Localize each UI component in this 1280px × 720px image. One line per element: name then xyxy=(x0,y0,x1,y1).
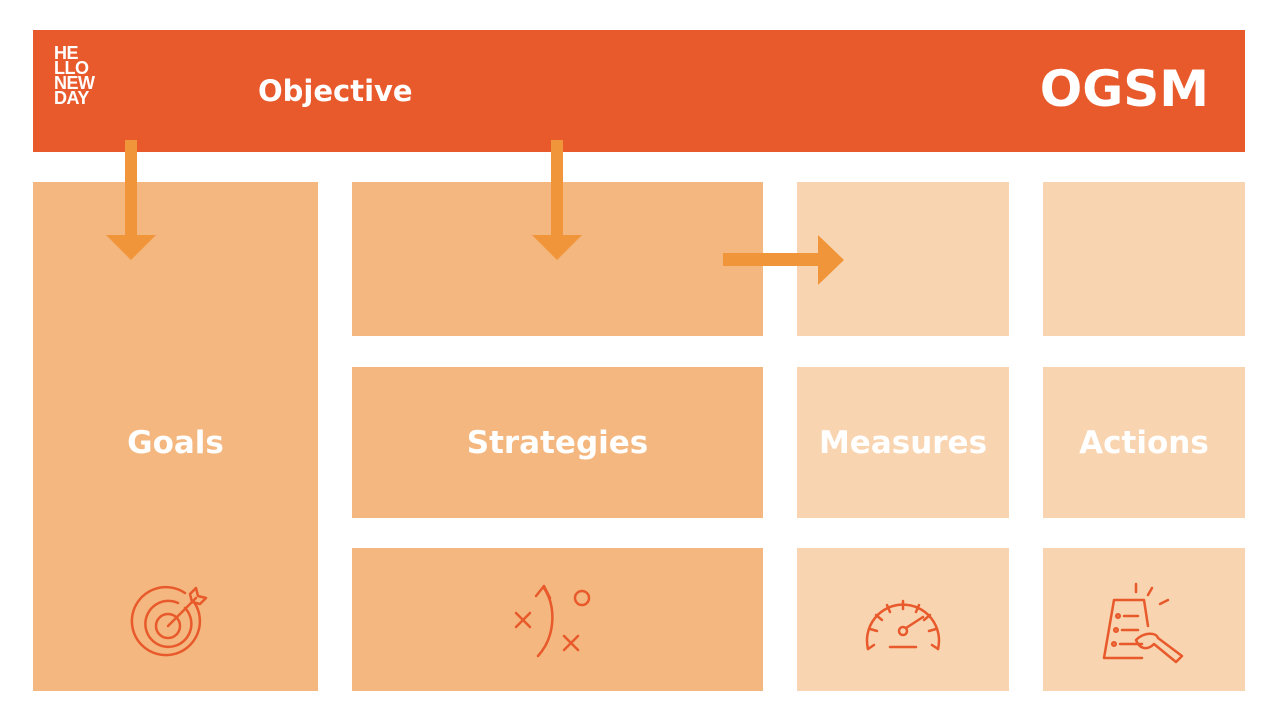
strategies-label: Strategies xyxy=(466,425,649,461)
actions-label: Actions xyxy=(1079,425,1209,461)
goals-label: Goals xyxy=(127,425,224,461)
strategies-box-bottom xyxy=(352,548,763,691)
logo-line: LLO xyxy=(54,58,89,78)
checklist-icon xyxy=(1098,580,1190,666)
strategies-box-middle xyxy=(352,367,763,518)
logo-line: NEW xyxy=(54,73,95,93)
arrow-down-to-strategies xyxy=(532,140,584,262)
arrow-down-to-goals xyxy=(106,140,158,262)
objective-title: Objective xyxy=(258,74,413,108)
logo-line: DAY xyxy=(54,88,89,108)
speedometer-icon xyxy=(860,591,946,655)
measures-box-bottom xyxy=(797,548,1009,691)
arrow-right-to-measures xyxy=(723,234,847,286)
actions-box-middle xyxy=(1043,367,1245,518)
game-plan-icon xyxy=(510,578,600,664)
actions-box-bottom xyxy=(1043,548,1245,691)
goals-column xyxy=(33,182,318,691)
logo-line: HE xyxy=(54,43,79,63)
hello-new-day-logo: HE LLO NEW DAY xyxy=(54,43,95,108)
measures-box-middle xyxy=(797,367,1009,518)
objective-header: HE LLO NEW DAY Objective OGSM xyxy=(33,30,1245,152)
measures-label: Measures xyxy=(818,425,988,461)
ogsm-title: OGSM xyxy=(1039,60,1209,118)
actions-box-top xyxy=(1043,182,1245,336)
target-icon xyxy=(130,582,212,662)
